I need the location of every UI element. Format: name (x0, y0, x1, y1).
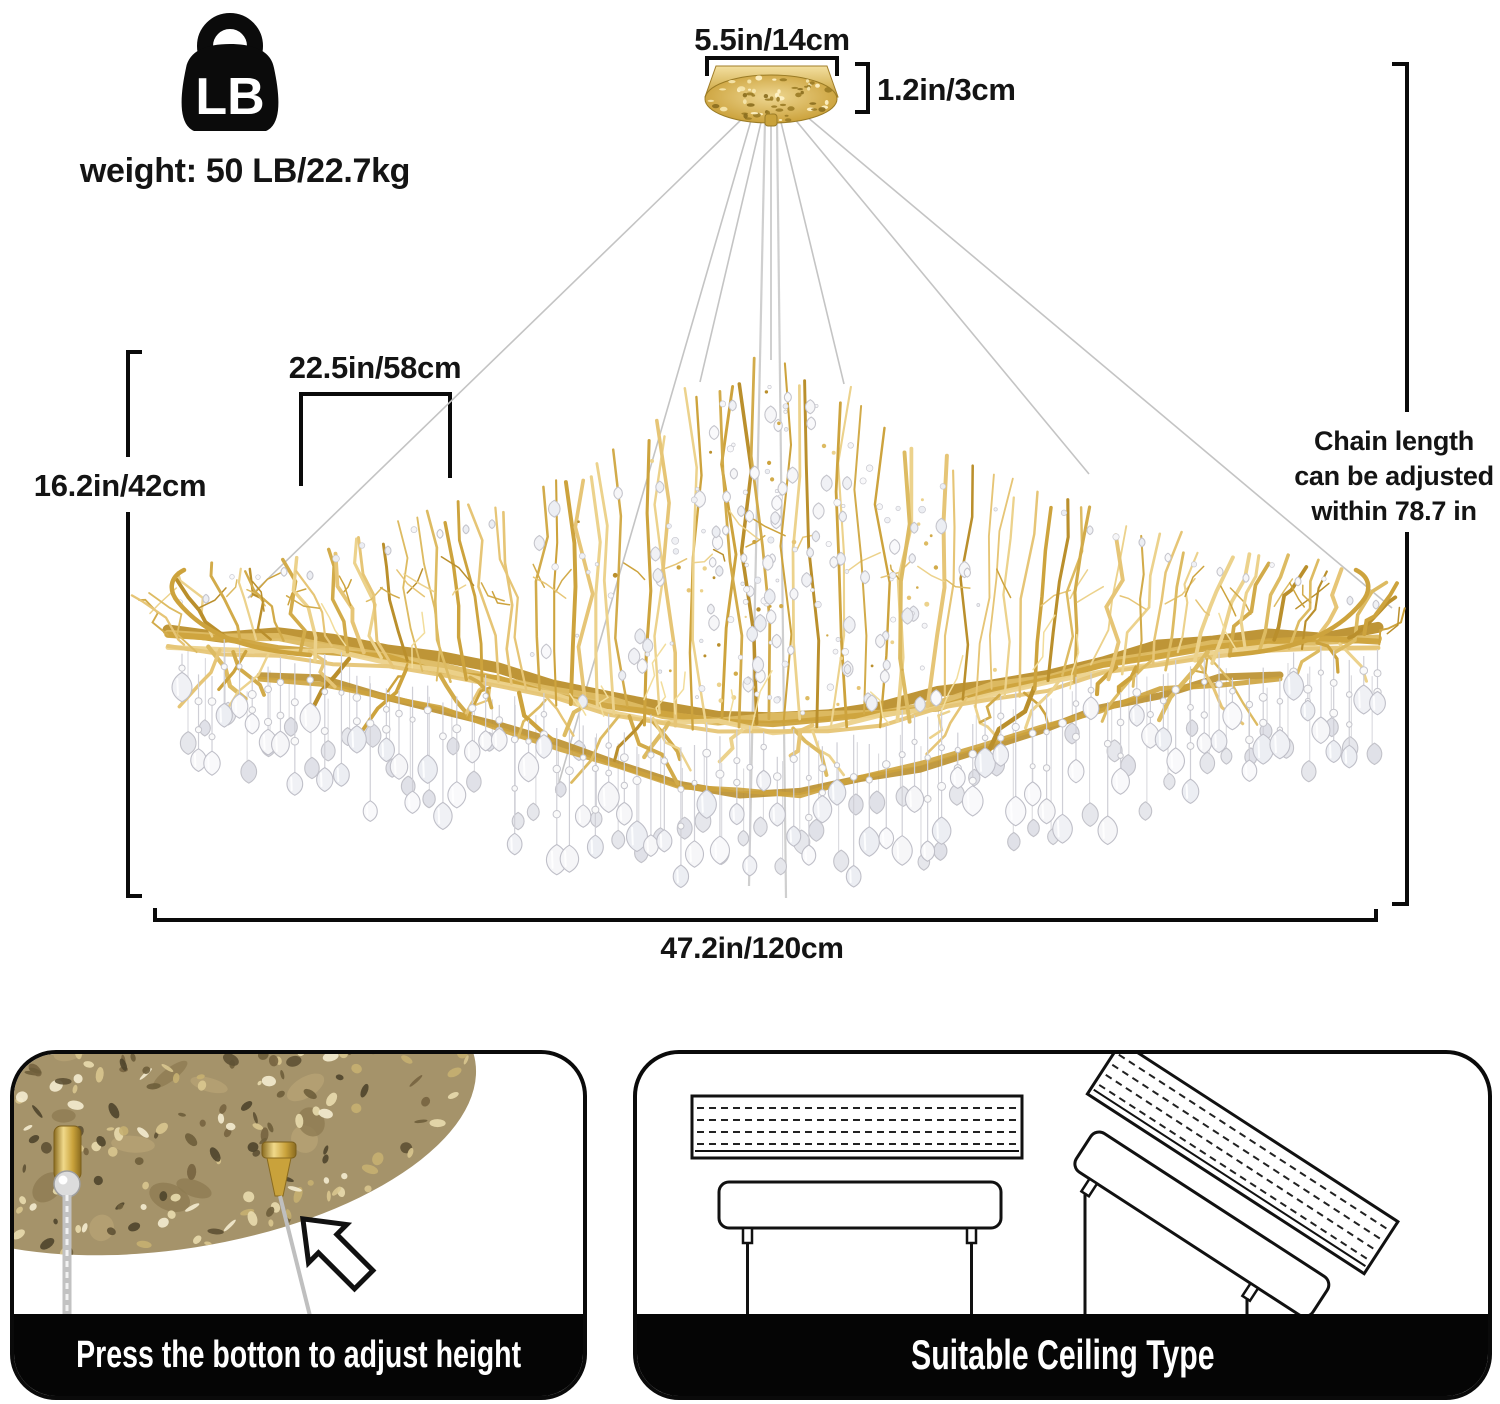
adjuster-button-connector (261, 1141, 317, 1337)
adjust-height-caption-banner: Press the botton to adjust height (14, 1314, 583, 1396)
chain-note-line3: within 78.7 in (1311, 496, 1477, 526)
chain-length-note: Chain length can be adjusted within 78.7… (1294, 424, 1494, 529)
adjust-height-caption: Press the botton to adjust height (76, 1333, 521, 1376)
lb-icon-label: LB (195, 68, 264, 126)
dimension-bracket-canopy-width (705, 56, 839, 76)
ceiling-type-caption: Suitable Ceiling Type (910, 1331, 1215, 1378)
chain-note-line1: Chain length (1314, 426, 1474, 456)
cable-lock-connector (53, 1125, 82, 1336)
top-span-dimension: 22.5in/58cm (288, 350, 462, 385)
flat-ceiling-diagram (690, 1094, 1024, 1316)
ceiling-type-caption-banner: Suitable Ceiling Type (637, 1314, 1488, 1396)
suspension-wires (247, 115, 1393, 899)
dimension-bracket-top-span (299, 392, 452, 486)
sloped-ceiling-diagram (1073, 1054, 1400, 1319)
dimension-bracket-canopy-height (855, 62, 870, 114)
chain-note-line2: can be adjusted (1294, 461, 1494, 491)
dimension-line-body-height (126, 350, 142, 898)
total-width-dimension: 47.2in/120cm (660, 932, 844, 965)
chandelier-illustration (126, 56, 1409, 922)
ceiling-canopy (704, 65, 839, 127)
dimension-lines (126, 56, 1409, 922)
dimension-line-chain-length (1392, 62, 1409, 906)
hammered-canopy-disc (14, 1054, 477, 1256)
canopy-closeup-photo (14, 1054, 477, 1337)
dimension-bracket-total-width (153, 908, 1378, 922)
canopy-height-dimension: 1.2in/3cm (877, 72, 1016, 107)
ceiling-type-panel: Suitable Ceiling Type (633, 1050, 1492, 1400)
adjust-height-panel: Press the botton to adjust height (10, 1050, 587, 1400)
weight-lb-icon: LB (181, 13, 279, 131)
arrow-up-left-icon (299, 1215, 377, 1293)
canopy-width-dimension: 5.5in/14cm (694, 22, 850, 57)
weight-text: weight: 50 LB/22.7kg (79, 152, 411, 190)
ceiling-type-diagrams (690, 1054, 1400, 1319)
chandelier-body (130, 356, 1406, 889)
body-height-dimension: 16.2in/42cm (33, 468, 207, 503)
